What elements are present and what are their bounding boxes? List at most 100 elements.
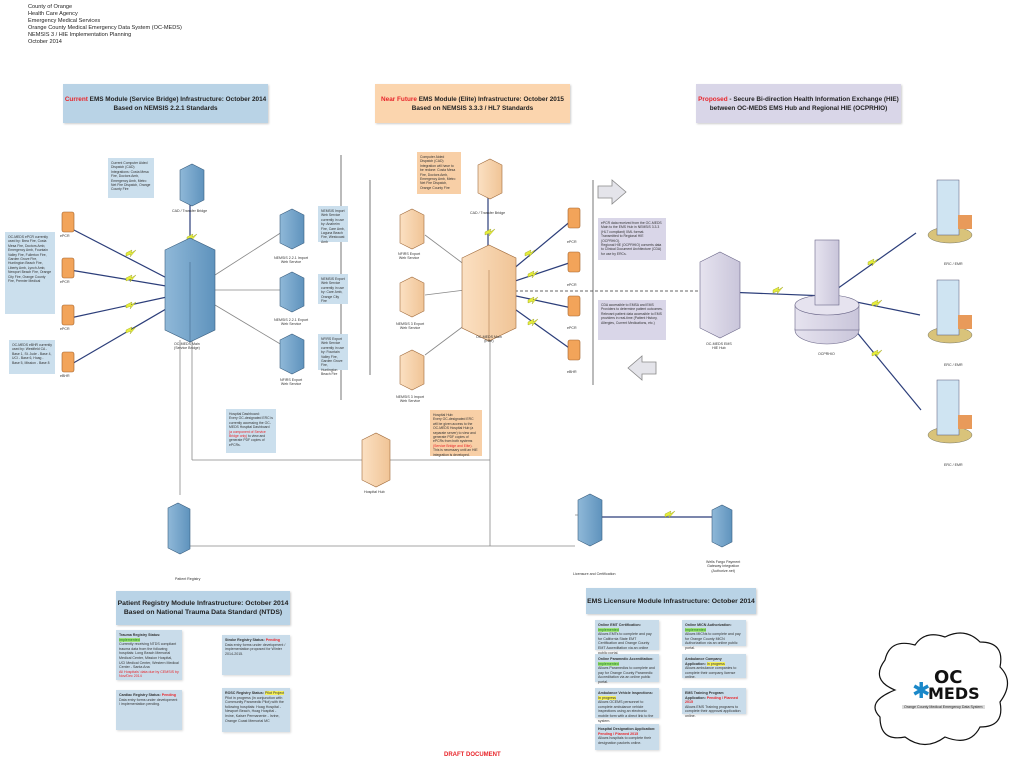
server-icon: [167, 502, 191, 555]
server-icon: [399, 208, 425, 250]
label-line: (Elite): [484, 339, 494, 344]
header-line: October 2014: [28, 39, 62, 45]
label-epcr: ePCR: [60, 234, 70, 238]
module-body: Allows ambulance companies to complete t…: [685, 666, 737, 680]
module-title: Online EMT Certification:: [598, 623, 641, 627]
label-erc: ERC / EMR: [944, 262, 963, 266]
label-line: NFIRS Export: [280, 378, 303, 382]
status-badge: Pending / Planned 2015: [598, 731, 639, 736]
section-subtitle: between OC-MEDS EMS Hub and Regional HIE…: [709, 104, 888, 112]
licensure-module: EMS Training Program Application: Pendin…: [682, 688, 746, 718]
label-line: HIE Hub: [712, 346, 726, 351]
section-subtitle: Based on NEMSIS 3.3.3 / HL7 Standards: [411, 104, 534, 112]
note-nfirs-ws: NFIRS Export Web Service currently in us…: [318, 334, 348, 376]
section-title-text: EMS Module (Elite) Infrastructure: Octob…: [416, 95, 564, 103]
status-badge: Pending / Planned 2015: [685, 695, 738, 705]
label-epcr: ePCR: [567, 326, 577, 330]
status-badge: Implemented: [598, 627, 619, 632]
label-line: Web Service: [280, 322, 302, 327]
bullet-item: Regional HIE (OCPRHIO) converts data to …: [601, 243, 662, 256]
bullet-item: Relevant patient data accessible to EMS …: [601, 311, 662, 325]
label-ebhr: eBHR: [567, 370, 577, 374]
label-epcr: ePCR: [60, 280, 70, 284]
label-ocprhio: OCPRHIO: [818, 352, 835, 356]
cloud-shape: [874, 632, 1009, 746]
section-title-text: EMS Module (Service Bridge) Infrastructu…: [87, 95, 267, 103]
status-badge: Pilot Project: [264, 691, 285, 695]
module-title: Hospital Designation Application:: [598, 727, 656, 731]
server-icon: [711, 504, 733, 548]
section-title-patient-registry: Patient Registry Module Infrastructure: …: [116, 591, 290, 625]
label-patient-registry: Patient Registry: [175, 577, 201, 581]
note-body: Every OC-designated ERC will be given ac…: [433, 417, 476, 444]
server-icon: [179, 163, 205, 207]
note-title: Hospital Hub:: [433, 413, 454, 417]
label-line: OC-MEDS EMS: [706, 342, 732, 346]
module-title: Online Paramedic Accreditation:: [598, 657, 654, 661]
tablet-icons: [61, 207, 581, 373]
label-line: OC-MEDS Main: [174, 342, 200, 346]
section-subtitle: Based on NEMSIS 2.2.1 Standards: [113, 104, 218, 112]
label-erc: ERC / EMR: [944, 463, 963, 467]
draft-stamp: DRAFT DOCUMENT: [444, 752, 501, 758]
section-subtitle: Based on National Trauma Data Standard (…: [123, 609, 283, 616]
label-cad-bridge: CAD / Transfer Bridge: [172, 209, 208, 213]
server-icon: [279, 333, 305, 375]
note-highlight: (Service Bridge and Elite): [433, 443, 472, 448]
module-body: Allows Paramedics to complete and pay fo…: [598, 666, 655, 684]
bullet-item: ePCR data received from the OC-MEDS Main…: [601, 221, 662, 234]
module-body: Data entry forms under development / imp…: [119, 697, 178, 707]
module-title: Ambulance Vehicle Inspections:: [598, 691, 653, 695]
note-hospital-hub: Hospital Hub: Every OC-designated ERC wi…: [430, 410, 482, 457]
label-ebhr: eBHR: [60, 374, 70, 378]
hospital-building-icon: [927, 179, 973, 244]
hospital-building-icon: [927, 279, 973, 344]
webservice-links-future: [424, 234, 466, 356]
label-erc: ERC / EMR: [944, 363, 963, 367]
module-body: Allows hospitals to complete their desig…: [598, 736, 652, 745]
server-icon: [577, 493, 603, 547]
section-title-licensure: EMS Licensure Module Infrastructure: Oct…: [586, 588, 756, 614]
label-line: Web Service: [280, 260, 302, 265]
note-body: to view and generate PDF copies of ePCRs…: [229, 434, 266, 447]
module-body: Allows MICNs to complete and pay for Ora…: [685, 632, 741, 650]
registry-module-stroke: Stroke Registry Status: Pending Data ent…: [222, 635, 290, 675]
server-icon: [361, 432, 391, 488]
note-hie-top: ePCR data received from the OC-MEDS Main…: [598, 218, 666, 260]
label-line: OC-MEDS Main: [476, 335, 502, 339]
status-badge: In progress: [706, 661, 725, 666]
note-future-cad: Computer Aided Dispatch (CAD) Integratio…: [417, 152, 461, 194]
note-import-ws: NEMSIS Import Web Service currently in u…: [318, 206, 348, 244]
status-badge: Implemented: [685, 627, 706, 632]
label-epcr: ePCR: [60, 327, 70, 331]
note-highlight: (a component of Service Bridge only): [229, 429, 266, 439]
module-title: ROSC Registry Status:: [225, 691, 265, 695]
module-body: Data entry forms under development / imp…: [225, 642, 286, 656]
logo-line: OC: [934, 667, 963, 688]
note-ebhr-users: OC-MEDS eBHR currently used by: Westfiel…: [9, 340, 55, 374]
label-epcr: ePCR: [567, 283, 577, 287]
header-line: Orange County Medical Emergency Data Sys…: [28, 25, 182, 31]
licensure-module: Ambulance Vehicle Inspections: In progre…: [595, 688, 659, 723]
label-licensure: Licensure and Certification: [573, 572, 616, 576]
note-body: . This is necessary until an HIE integra…: [433, 443, 478, 457]
section-title-text: - Secure Bi-direction Health Information…: [727, 95, 899, 103]
module-body: Currently receiving NTDS compliant traum…: [119, 642, 179, 670]
star-of-life-icon: ✱: [912, 679, 930, 704]
section-title-current: Current EMS Module (Service Bridge) Infr…: [63, 84, 268, 123]
module-title: EMS Training Program Application:: [685, 691, 724, 700]
status-badge: Implemented: [119, 637, 140, 642]
registry-module-rosc: ROSC Registry Status: Pilot Project Pilo…: [222, 688, 290, 732]
module-note: All Hospitals' data due by CEMSIS by Nov…: [119, 669, 179, 679]
server-icon: [164, 237, 216, 343]
note-hie-bottom: CDA accessible to EMSA and EMS Providers…: [598, 300, 666, 340]
module-title: Trauma Registry Status:: [119, 633, 161, 637]
document-header: County of Orange Health Care Agency Emer…: [28, 4, 182, 46]
note-body: Every OC-designated ERC is currently acc…: [229, 416, 273, 430]
arrow-right-icon: [597, 179, 627, 205]
